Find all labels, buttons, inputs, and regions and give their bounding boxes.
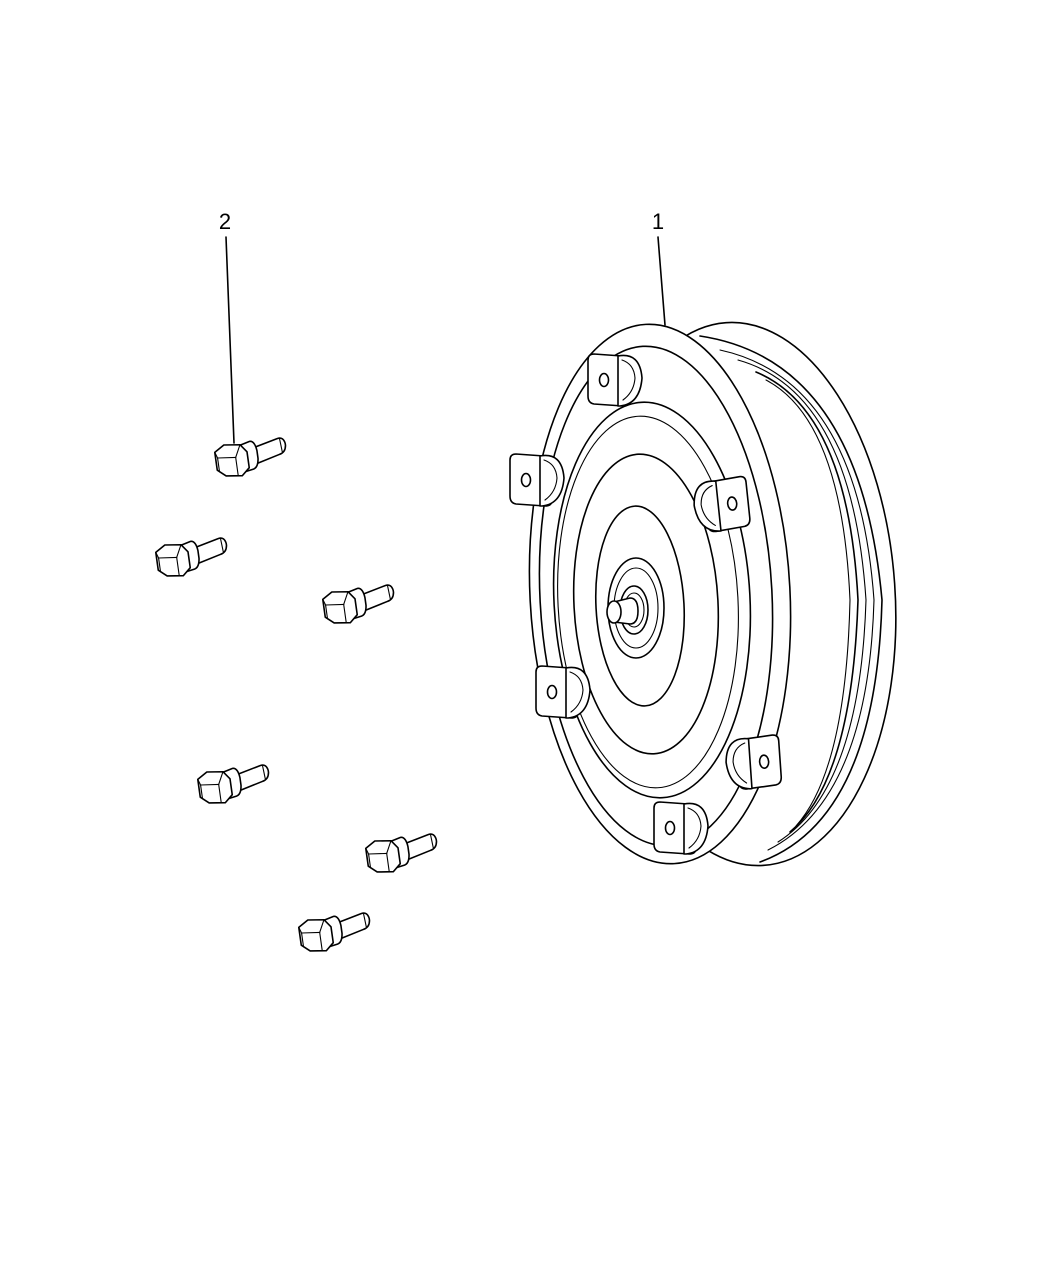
bolt-6 — [297, 910, 374, 955]
bolt-1 — [213, 435, 290, 480]
bolt-2 — [154, 535, 231, 580]
drive-lug-lower-left — [535, 665, 591, 719]
bolt-4 — [196, 762, 273, 807]
callout-label-1: 1 — [652, 209, 664, 234]
torque-converter — [509, 321, 897, 867]
bolts-group — [154, 435, 441, 955]
converter-hub — [606, 557, 665, 659]
callout-label-2: 2 — [219, 209, 231, 234]
leader-line-1 — [657, 236, 666, 326]
drive-lug-lower-right — [723, 733, 783, 792]
drive-lug-upper-left — [509, 453, 565, 507]
leader-line-2 — [225, 236, 235, 444]
drive-lug-bottom — [653, 801, 709, 855]
bolt-5 — [364, 831, 441, 876]
bolt-3 — [321, 582, 398, 627]
drive-lug-top — [587, 353, 643, 407]
